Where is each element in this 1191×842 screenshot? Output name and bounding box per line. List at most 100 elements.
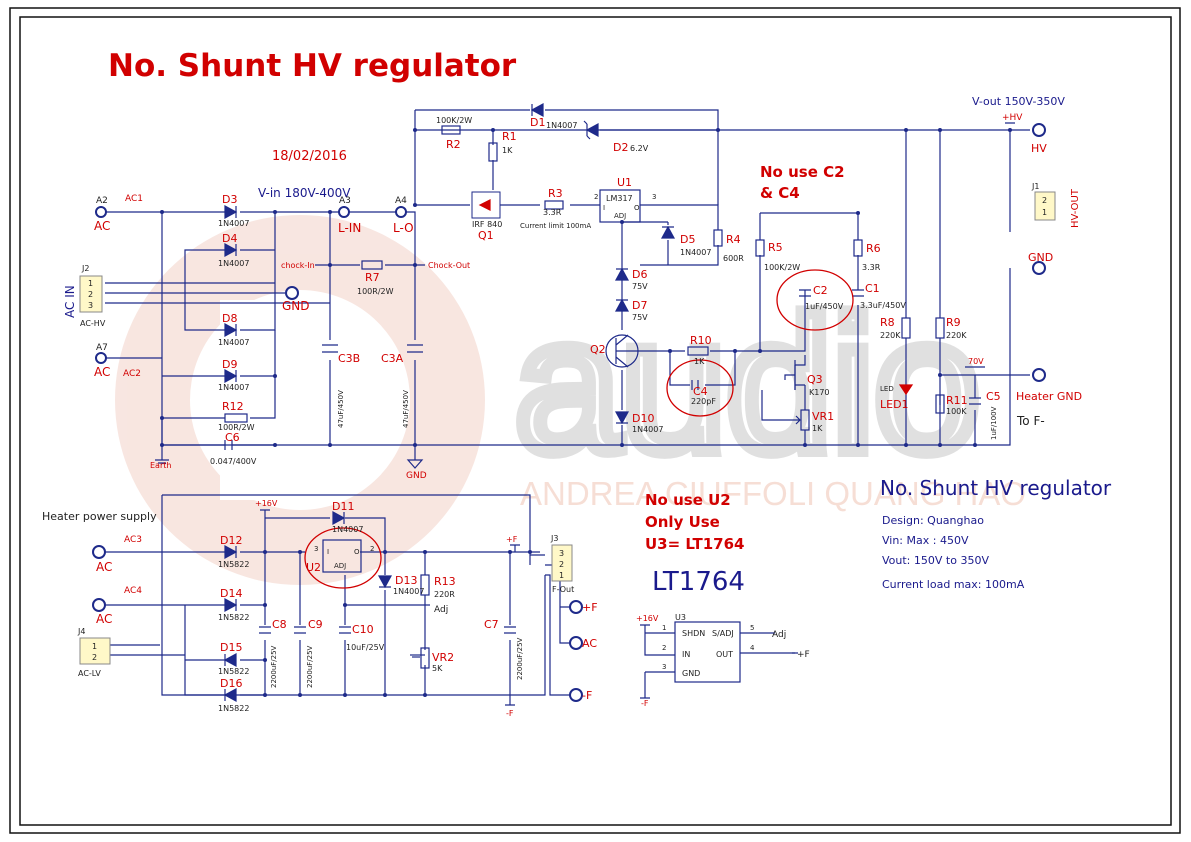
u1-adj-label: ADJ — [614, 212, 626, 220]
d5-diode — [660, 225, 676, 239]
d13-label: D13 — [395, 574, 417, 587]
info-title: No. Shunt HV regulator — [880, 476, 1112, 500]
d10-label: D10 — [632, 412, 654, 425]
p2-label: 2 — [370, 545, 374, 553]
q3-label: Q3 — [807, 373, 823, 386]
j2-connector — [79, 275, 103, 313]
d6-diode — [614, 267, 630, 281]
u2-adj-label: ADJ — [334, 562, 346, 570]
u2-i-label: I — [327, 548, 329, 556]
info-design: Design: Quanghao — [882, 514, 984, 527]
c4v-label: 220pF — [691, 397, 716, 406]
p3-label: 3 — [652, 193, 656, 201]
c7v-label: 2200uF/25V — [516, 637, 524, 680]
r4-label: R4 — [726, 233, 741, 246]
ac4-label: AC4 — [124, 586, 142, 596]
ac1-label: AC1 — [125, 194, 143, 204]
r1v-label: 1K — [502, 146, 513, 155]
j4-sub-label: AC-LV — [78, 669, 101, 678]
d11-label: D11 — [332, 500, 354, 513]
p3-label: 3 — [314, 545, 318, 553]
ac-mid-label: AC — [94, 365, 110, 379]
l-in-label: L-IN — [338, 221, 361, 235]
d7v-label: 75V — [632, 313, 648, 322]
gnd-symbol — [406, 459, 424, 469]
chock-out-label: Chock-Out — [428, 261, 470, 270]
c3bv-label: 47uF/450V — [337, 390, 345, 428]
note-c2c4-line2: & C4 — [760, 184, 800, 202]
u1v-label: LM317 — [606, 194, 633, 203]
r2-label: R2 — [446, 138, 461, 151]
j3-p2-label: 2 — [559, 560, 564, 569]
r11-label: R11 — [946, 394, 968, 407]
d12-label: D12 — [220, 534, 242, 547]
d12-diode — [224, 544, 238, 560]
note-u2-line3: U3= LT1764 — [645, 535, 744, 553]
d16-label: D16 — [220, 677, 242, 690]
heater-label: Heater power supply — [42, 510, 157, 523]
c3a-label: C3A — [381, 352, 404, 365]
c9-capacitor — [294, 626, 306, 634]
j2-p2-label: 2 — [88, 290, 93, 299]
terminal-fplus — [569, 600, 583, 614]
c7-capacitor — [504, 626, 516, 634]
terminal-gnd-out — [1032, 261, 1046, 275]
d7-label: D7 — [632, 299, 647, 312]
c10-capacitor — [339, 626, 351, 634]
adj1-label: Adj — [434, 605, 448, 615]
d5v-label: 1N4007 — [680, 248, 711, 257]
u1-o-label: O — [634, 204, 640, 212]
vr2-label: VR2 — [432, 651, 454, 664]
hv-plus-label: +HV — [1002, 113, 1023, 123]
d1-label: D1 — [530, 116, 545, 129]
note-u2-line1: No use U2 — [645, 491, 731, 509]
l-o-label: L-O — [393, 221, 414, 235]
j3-sub-label: F-Out — [552, 585, 574, 594]
r8v-label: 220K — [880, 331, 901, 340]
r1-label: R1 — [502, 130, 517, 143]
minusF1-label: -F — [506, 709, 514, 718]
r1-resistor — [488, 142, 498, 162]
v70-label: 70V — [968, 357, 984, 366]
c4-capacitor — [691, 380, 699, 390]
hv-wiring — [105, 109, 1030, 460]
c2-capacitor — [799, 289, 811, 297]
heater-gnd-label: Heater GND — [1016, 390, 1082, 403]
adj2-label: Adj — [772, 630, 786, 640]
c6-label: C6 — [225, 431, 240, 444]
r2-resistor — [441, 125, 461, 135]
u2-regulator — [322, 539, 362, 573]
c2-label: C2 — [813, 284, 828, 297]
r3v-label: 3.3R — [543, 208, 562, 217]
c1v-label: 3.3uF/450V — [860, 301, 906, 310]
d7-diode — [614, 298, 630, 312]
r7-resistor — [361, 260, 383, 270]
d12v-label: 1N5822 — [218, 560, 249, 569]
to-f-label: To F- — [1016, 414, 1045, 428]
d9v-label: 1N4007 — [218, 383, 249, 392]
j3-connector — [551, 544, 573, 582]
d11-diode — [332, 510, 346, 526]
j1-p2-label: 2 — [1042, 196, 1047, 205]
d9-label: D9 — [222, 358, 237, 371]
earth-symbol — [155, 459, 169, 464]
u3-shdn-label: SHDN — [682, 629, 705, 638]
ac-top-label: AC — [94, 219, 110, 233]
c8v-label: 2200uF/25V — [270, 645, 278, 688]
chock-in-label: chock-In — [281, 261, 315, 270]
d15v-label: 1N5822 — [218, 667, 249, 676]
c1-capacitor — [852, 289, 864, 297]
vin-note: V-in 180V-400V — [258, 186, 351, 200]
d16v-label: 1N5822 — [218, 704, 249, 713]
d9-diode — [224, 368, 238, 384]
part-labels: D1 1N4007 D2 6.2V D3 1N4007 D4 1N4007 D8… — [210, 116, 1001, 713]
terminal-ac3 — [92, 545, 106, 559]
c4-highlight — [666, 359, 734, 417]
r13-label: R13 — [434, 575, 456, 588]
d8v-label: 1N4007 — [218, 338, 249, 347]
r12-resistor — [224, 413, 248, 423]
p1-label: 1 — [662, 624, 666, 632]
r5v-label: 100K/2W — [764, 263, 800, 272]
j3-label: J3 — [550, 534, 558, 543]
heater-wiring — [105, 494, 570, 705]
